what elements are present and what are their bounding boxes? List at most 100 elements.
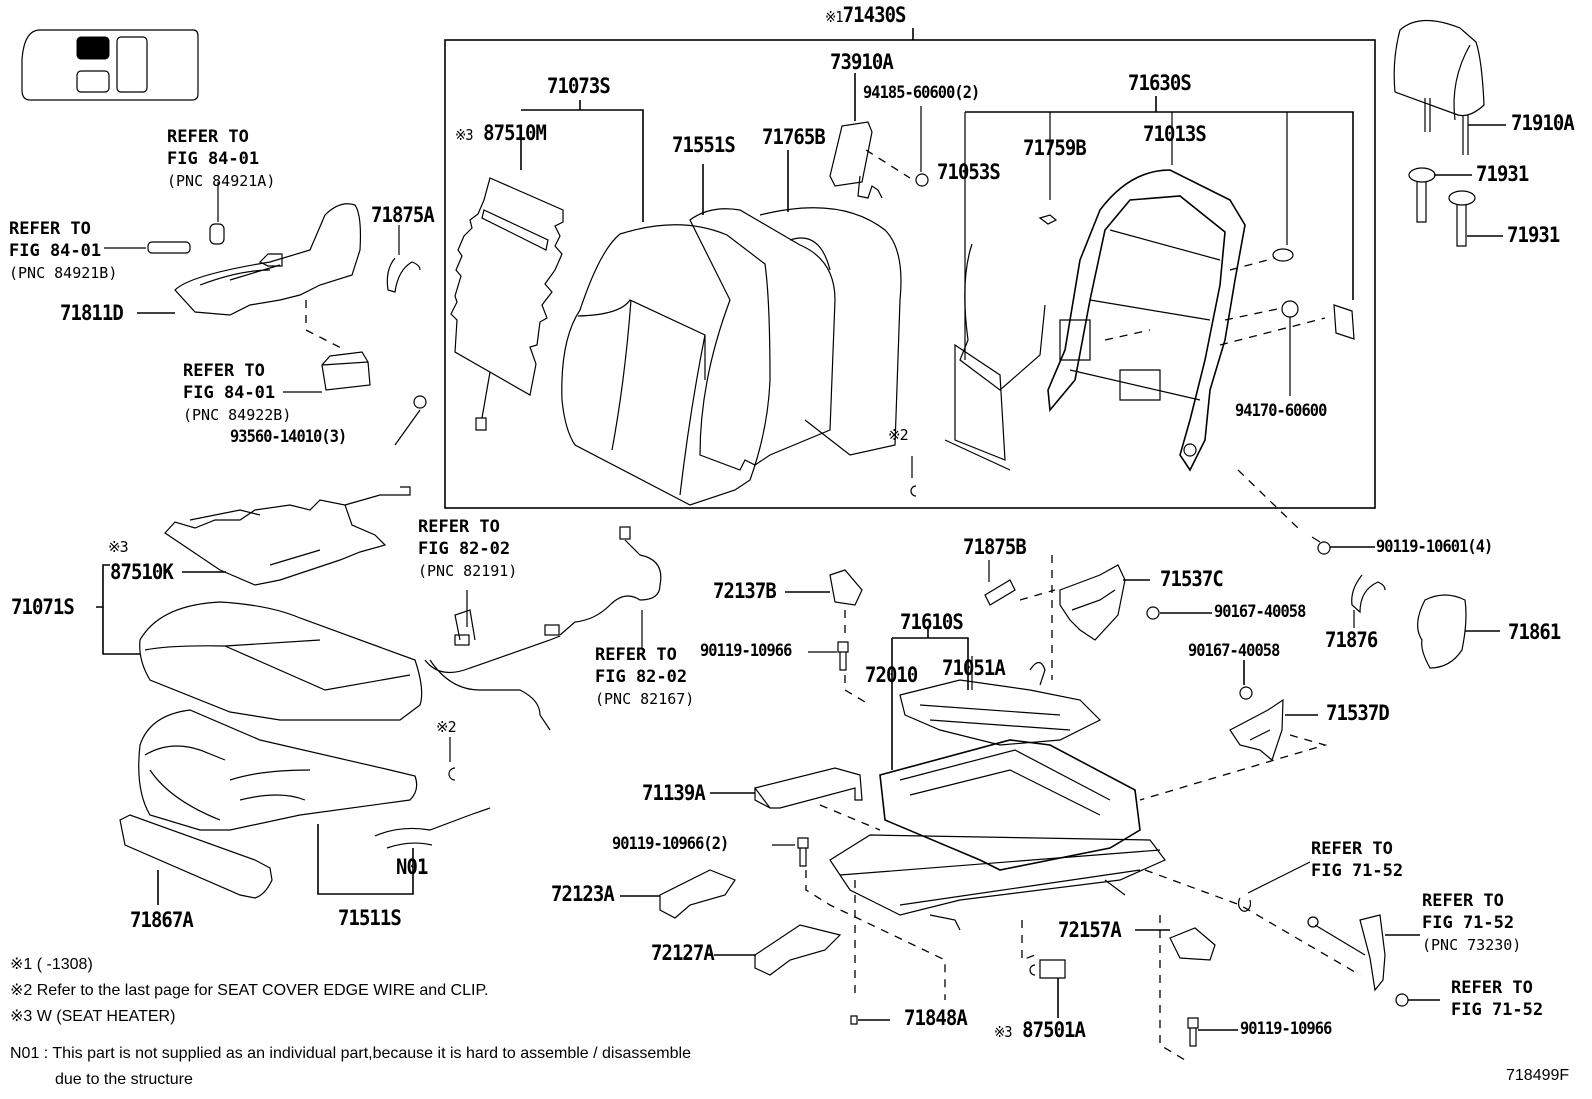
headrest-guide-71931-a <box>1408 167 1436 223</box>
label-71051A[interactable]: 71051A <box>942 656 1006 680</box>
edge-clip-cushion <box>448 767 456 781</box>
power-seat-switch-84922B <box>321 351 371 391</box>
label-71630S[interactable]: 71630S <box>1128 71 1192 95</box>
label-72137B[interactable]: 72137B <box>713 579 777 603</box>
nut-belt <box>1395 993 1409 1007</box>
ref-pnc: (PNC 84921A) <box>167 172 276 190</box>
part-number: 87501A <box>1022 1018 1086 1042</box>
ref-71-52-clip[interactable]: REFER TO FIG 71-52 <box>1311 838 1403 882</box>
label-71931-lower[interactable]: 71931 <box>1507 223 1560 247</box>
ref-line1: REFER TO <box>418 517 500 537</box>
label-71910A[interactable]: 71910A <box>1511 111 1575 135</box>
ref-pnc: (PNC 84922B) <box>183 406 292 424</box>
label-94185-60600[interactable]: 94185-60600(2) <box>863 83 980 103</box>
label-71537D[interactable]: 71537D <box>1326 701 1390 725</box>
leader-71610S <box>891 626 969 770</box>
label-71511S[interactable]: 71511S <box>338 906 402 930</box>
seatback-pad-71765B <box>689 207 902 471</box>
part-number: 71430S <box>842 3 907 27</box>
ref-84922B[interactable]: REFER TO FIG 84-01 (PNC 84922B) <box>183 360 291 426</box>
label-87501A[interactable]: ※3 87501A <box>994 1018 1086 1042</box>
label-73910A[interactable]: 73910A <box>830 50 894 74</box>
label-90167-40058-lower[interactable]: 90167-40058 <box>1188 641 1280 661</box>
label-72157A[interactable]: 72157A <box>1058 918 1122 942</box>
ref-pnc: (PNC 82191) <box>418 562 518 580</box>
ref-line1: REFER TO <box>1451 978 1533 998</box>
label-71139A[interactable]: 71139A <box>642 781 706 805</box>
bolt-90119-c <box>1187 1017 1199 1047</box>
edge-clip-back <box>910 485 917 497</box>
label-90119-10966-upper[interactable]: 90119-10966 <box>700 641 792 661</box>
label-87510M[interactable]: ※3 87510M <box>455 121 547 145</box>
note-2: ※2 Refer to the last page for SEAT COVER… <box>10 982 489 999</box>
headrest-71910A <box>1393 19 1485 155</box>
seatback-frame-71013S <box>1047 169 1246 472</box>
label-71053S[interactable]: 71053S <box>937 160 1001 184</box>
screw-90167-a <box>1146 606 1160 620</box>
label-71931-upper[interactable]: 71931 <box>1476 162 1529 186</box>
label-71875B[interactable]: 71875B <box>963 535 1027 559</box>
ref-73230[interactable]: REFER TO FIG 71-52 (PNC 73230) <box>1422 890 1521 956</box>
label-90167-40058-upper[interactable]: 90167-40058 <box>1214 602 1306 622</box>
label-71610S[interactable]: 71610S <box>900 610 964 634</box>
seat-frame-72010 <box>829 739 1166 931</box>
label-71073S[interactable]: 71073S <box>547 74 611 98</box>
label-71551S[interactable]: 71551S <box>672 133 736 157</box>
leader-71073S <box>520 100 644 222</box>
label-71013S[interactable]: 71013S <box>1143 122 1207 146</box>
bolt-71848A <box>850 1015 858 1025</box>
label-72127A[interactable]: 72127A <box>651 941 715 965</box>
ref-84921A[interactable]: REFER TO FIG 84-01 (PNC 84921A) <box>167 126 275 192</box>
note-mark: ※3 <box>455 126 474 144</box>
switch-knob-84921A <box>209 223 225 245</box>
label-72123A[interactable]: 72123A <box>551 882 615 906</box>
ref-line1: REFER TO <box>595 645 677 665</box>
cover-72137B <box>829 569 863 606</box>
cover-72123A <box>659 869 736 919</box>
ref-71-52-nut[interactable]: REFER TO FIG 71-52 <box>1451 977 1543 1021</box>
label-71861[interactable]: 71861 <box>1508 620 1561 644</box>
ref-82167[interactable]: REFER TO FIG 82-02 (PNC 82167) <box>595 644 694 710</box>
side-shield-71811D <box>174 203 362 316</box>
label-90119-10966-2[interactable]: 90119-10966(2) <box>612 834 729 854</box>
hinge-cover-71537C <box>1059 564 1126 641</box>
label-93560-14010[interactable]: 93560-14010(3) <box>230 427 347 447</box>
ref-line2: FIG 84-01 <box>183 383 276 403</box>
note-mark: ※1 <box>825 8 844 26</box>
label-71867A[interactable]: 71867A <box>130 908 194 932</box>
cover-72127A <box>754 924 842 976</box>
label-94170-60600[interactable]: 94170-60600 <box>1235 401 1327 421</box>
ref-82191[interactable]: REFER TO FIG 82-02 (PNC 82191) <box>418 516 517 582</box>
label-90119-10601[interactable]: 90119-10601(4) <box>1376 537 1493 557</box>
ref-line2: FIG 84-01 <box>167 149 260 169</box>
seatback-cover-71551S <box>561 224 771 506</box>
figure-id: 718499F <box>1506 1067 1570 1084</box>
ref-line2: FIG 71-52 <box>1451 1000 1544 1020</box>
mark-clip-cushion: ※2 <box>436 718 457 736</box>
cover-71139A <box>753 767 863 809</box>
part-number: 87510M <box>483 121 547 145</box>
ref-84921B[interactable]: REFER TO FIG 84-01 (PNC 84921B) <box>9 218 117 284</box>
label-71811D[interactable]: 71811D <box>60 301 124 325</box>
seatback-heater-87510M <box>450 177 564 431</box>
ref-line2: FIG 84-01 <box>9 241 102 261</box>
label-N01[interactable]: N01 <box>396 855 428 879</box>
ref-line2: FIG 71-52 <box>1311 861 1404 881</box>
label-90119-10966-lower[interactable]: 90119-10966 <box>1240 1019 1332 1039</box>
screw-90167-b <box>1239 686 1253 700</box>
label-71759B[interactable]: 71759B <box>1023 136 1087 160</box>
label-71876[interactable]: 71876 <box>1325 628 1378 652</box>
bolt-90119-a <box>837 641 849 671</box>
label-71071S[interactable]: 71071S <box>11 595 75 619</box>
label-71765B[interactable]: 71765B <box>762 125 826 149</box>
label-72010[interactable]: 72010 <box>865 663 918 687</box>
label-71875A[interactable]: 71875A <box>371 203 435 227</box>
ref-line1: REFER TO <box>183 361 265 381</box>
note-n01-line2: due to the structure <box>55 1071 193 1088</box>
label-87510K[interactable]: 87510K <box>110 560 174 584</box>
note-n01-line1: N01 : This part is not supplied as an in… <box>10 1045 691 1062</box>
label-71537C[interactable]: 71537C <box>1160 567 1224 591</box>
label-71848A[interactable]: 71848A <box>904 1006 968 1030</box>
ref-line2: FIG 82-02 <box>418 539 511 559</box>
seat-spring-71051A <box>899 661 1102 746</box>
